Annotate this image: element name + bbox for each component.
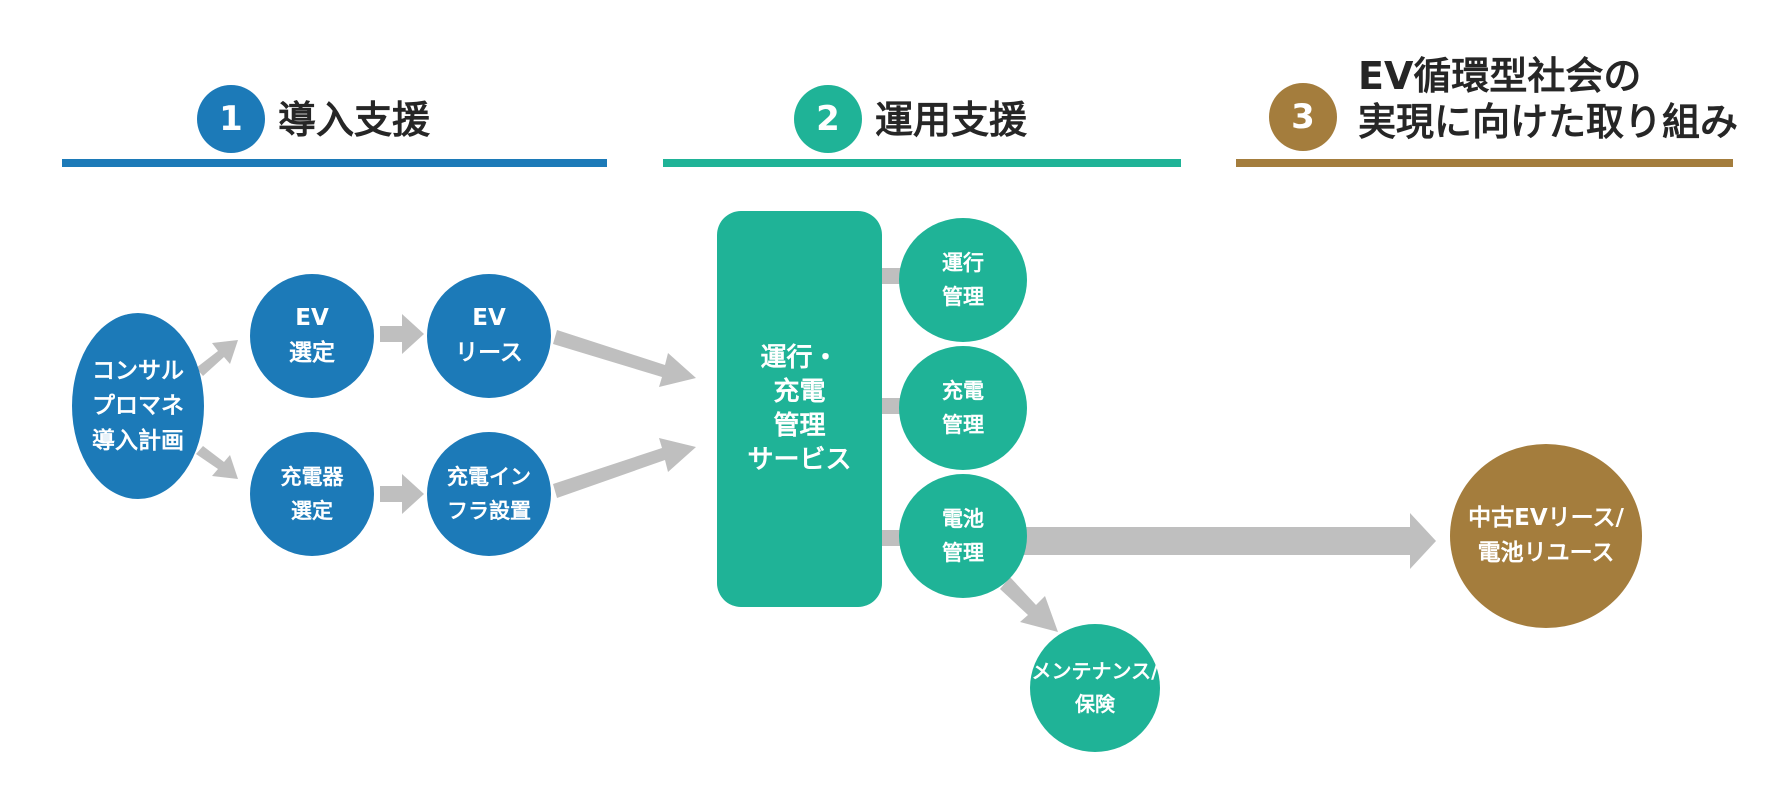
node-operation-mgmt: 運行 管理 xyxy=(899,218,1027,342)
node-battery-mgmt-line-1: 電池 xyxy=(942,507,984,531)
node-ev-lease: EV リース xyxy=(427,274,551,398)
node-ev-select-line-1: EV xyxy=(295,305,329,331)
arrow-evselect-to-lease xyxy=(380,314,424,354)
arrow-battery-to-maintenance xyxy=(1000,577,1058,632)
node-operation-mgmt-line-2: 管理 xyxy=(942,285,984,309)
node-charge-mgmt: 充電 管理 xyxy=(899,346,1027,470)
node-ev-lease-line-1: EV xyxy=(472,305,506,331)
node-maintenance: メンテナンス/ 保険 xyxy=(1030,624,1160,752)
node-service-line-3: 管理 xyxy=(773,411,826,441)
arrow-chargerselect-to-infra xyxy=(380,474,424,514)
node-consulting-line-3: 導入計画 xyxy=(92,427,184,454)
section-3-title-line-1: EV循環型社会の xyxy=(1358,54,1642,98)
node-battery-mgmt-line-2: 管理 xyxy=(942,541,984,565)
arrow-infra-to-service xyxy=(553,438,696,498)
node-charger-select: 充電器 選定 xyxy=(250,432,374,556)
node-charger-select-line-2: 選定 xyxy=(291,499,333,523)
node-maintenance-line-1: メンテナンス/ xyxy=(1031,659,1159,683)
section-2-title: 運用支援 xyxy=(875,98,1028,142)
node-management-service: 運行・ 充電 管理 サービス xyxy=(717,211,882,607)
node-charger-select-line-1: 充電器 xyxy=(280,465,344,489)
node-charge-mgmt-line-1: 充電 xyxy=(942,379,984,403)
arrow-lease-to-service xyxy=(553,330,696,387)
section-2-number: 2 xyxy=(794,85,862,153)
node-ev-lease-line-2: リース xyxy=(455,340,523,366)
section-3-title-line-2: 実現に向けた取り組み xyxy=(1358,100,1739,144)
node-charge-mgmt-line-2: 管理 xyxy=(942,413,984,437)
arrow-battery-to-reuse xyxy=(1024,513,1436,569)
node-operation-mgmt-line-1: 運行 xyxy=(942,251,984,275)
node-service-line-2: 充電 xyxy=(773,377,826,407)
arrow-consult-to-ev xyxy=(196,340,238,376)
section-1-title: 導入支援 xyxy=(278,98,431,142)
node-service-line-4: サービス xyxy=(747,445,852,475)
node-reuse-line-2: 電池リユース xyxy=(1477,540,1615,566)
arrow-consult-to-charger xyxy=(196,446,238,479)
node-consulting: コンサル プロマネ 導入計画 xyxy=(72,313,204,499)
section-2-underline xyxy=(663,159,1181,167)
connector-battery xyxy=(880,530,904,546)
section-1-number: 1 xyxy=(197,85,265,153)
node-reuse-line-1: 中古EVリース/ xyxy=(1468,505,1624,531)
node-charger-infra-line-1: 充電イン xyxy=(447,465,531,489)
node-service-line-1: 運行・ xyxy=(760,343,839,373)
section-3-number: 3 xyxy=(1269,83,1337,151)
node-charger-infra: 充電イン フラ設置 xyxy=(427,432,551,556)
connector-operation xyxy=(880,268,904,284)
node-used-ev-reuse: 中古EVリース/ 電池リユース xyxy=(1450,444,1642,628)
node-battery-mgmt: 電池 管理 xyxy=(899,474,1027,598)
connector-charge xyxy=(880,398,904,414)
section-1-underline xyxy=(62,159,607,167)
node-consulting-line-2: プロマネ xyxy=(92,392,184,419)
node-ev-select-line-2: 選定 xyxy=(289,340,335,366)
section-3-underline xyxy=(1236,159,1733,167)
node-consulting-line-1: コンサル xyxy=(92,357,184,384)
node-charger-infra-line-2: フラ設置 xyxy=(447,499,531,523)
node-ev-select: EV 選定 xyxy=(250,274,374,398)
node-maintenance-line-2: 保険 xyxy=(1075,692,1115,716)
